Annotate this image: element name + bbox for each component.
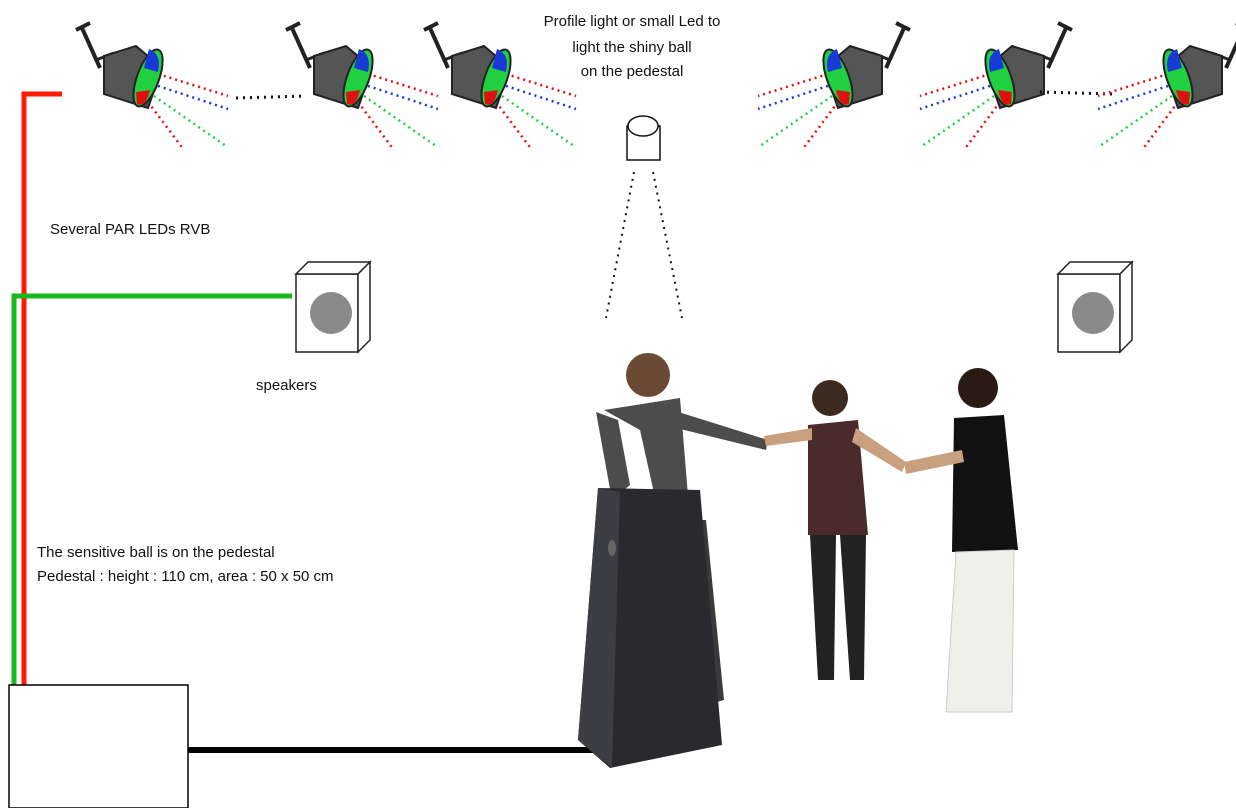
profile-light-icon: [605, 115, 683, 319]
speaker-icon: [295, 261, 371, 353]
par-led-fixture-icon: [284, 21, 440, 152]
person-figure: [904, 368, 1018, 713]
par-led-fixture-icon: [918, 21, 1074, 152]
pedestal-label-line1: The sensitive ball is on the pedestal: [37, 544, 275, 561]
profile-light-label-line3: on the pedestal: [581, 63, 684, 80]
control-box: [8, 684, 189, 808]
pedestal: [578, 488, 722, 768]
fixture-link: [1039, 90, 1113, 96]
person-figure: [764, 380, 906, 680]
par-led-fixture-icon: [756, 21, 912, 152]
pedestal-label-line2: Pedestal : height : 110 cm, area : 50 x …: [37, 568, 334, 585]
speaker-icon: [1057, 261, 1133, 353]
speakers-label: speakers: [256, 377, 317, 394]
par-led-fixture-icon: [74, 21, 230, 152]
par-leds-label: Several PAR LEDs RVB: [50, 221, 210, 238]
light-control-cable: [21, 91, 62, 685]
par-led-fixture-icon: [1096, 21, 1236, 152]
fixture-link: [235, 94, 307, 100]
profile-light-label-line1: Profile light or small Led to: [544, 13, 721, 30]
profile-light-label-line2: light the shiny ball: [572, 39, 691, 56]
audio-cable: [11, 293, 292, 685]
par-led-fixture-icon: [422, 21, 578, 152]
